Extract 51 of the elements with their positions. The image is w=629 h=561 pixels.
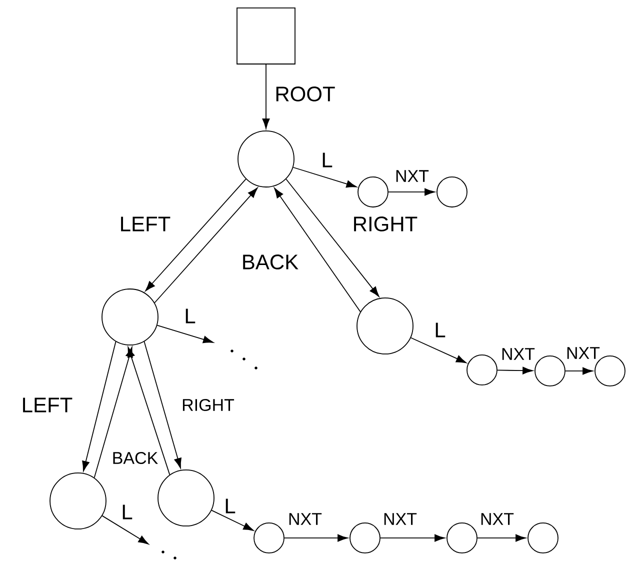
arrow: [388, 188, 435, 196]
arrow: [128, 346, 170, 476]
arrow: [565, 367, 593, 375]
arrow: [410, 337, 466, 364]
arrow: [156, 324, 214, 344]
circle: [358, 176, 388, 208]
edge-label: L: [226, 498, 236, 514]
circle: [238, 130, 294, 188]
arrow: [262, 64, 270, 129]
edge-label: LEFT: [121, 216, 170, 232]
edge-label: RIGHT: [182, 398, 234, 411]
arrow: [284, 534, 348, 542]
arrow: [211, 510, 254, 531]
edge-label: L: [322, 152, 332, 168]
circle: [102, 288, 158, 346]
circle: [436, 176, 468, 208]
arrow: [154, 188, 258, 304]
circle: [350, 522, 380, 554]
edge-label: ROOT: [276, 86, 335, 102]
edge-label: NXT: [384, 513, 417, 525]
box: [236, 8, 296, 64]
edge-label: NXT: [396, 170, 429, 182]
arrow: [144, 341, 182, 468]
edge-label: RIGHT: [354, 216, 418, 232]
arrow: [145, 178, 246, 292]
arrow: [82, 341, 116, 472]
circle: [466, 354, 498, 386]
arrow: [477, 534, 526, 542]
arrow: [380, 534, 445, 542]
arrow: [274, 188, 361, 312]
circle: [254, 522, 284, 554]
circle: [528, 522, 558, 554]
arrow: [286, 178, 380, 297]
arrow: [292, 166, 357, 188]
edge-label: BACK: [243, 254, 298, 270]
circle: [158, 470, 214, 526]
arrow: [497, 366, 533, 374]
edge-label: NXT: [567, 347, 600, 359]
circle: [50, 472, 106, 530]
edge-label: LEFT: [23, 398, 72, 412]
arrow: [102, 515, 149, 544]
edge-label: BACK: [113, 452, 158, 464]
edge-label: NXT: [502, 348, 535, 360]
edge-label: L: [122, 504, 132, 520]
circle: [356, 298, 414, 354]
circle: [446, 522, 478, 554]
edge-label: NXT: [289, 513, 322, 525]
circle: [534, 356, 566, 386]
edge-label: L: [436, 322, 446, 338]
edge-label: NXT: [481, 513, 514, 525]
edge-label: L: [186, 308, 196, 324]
